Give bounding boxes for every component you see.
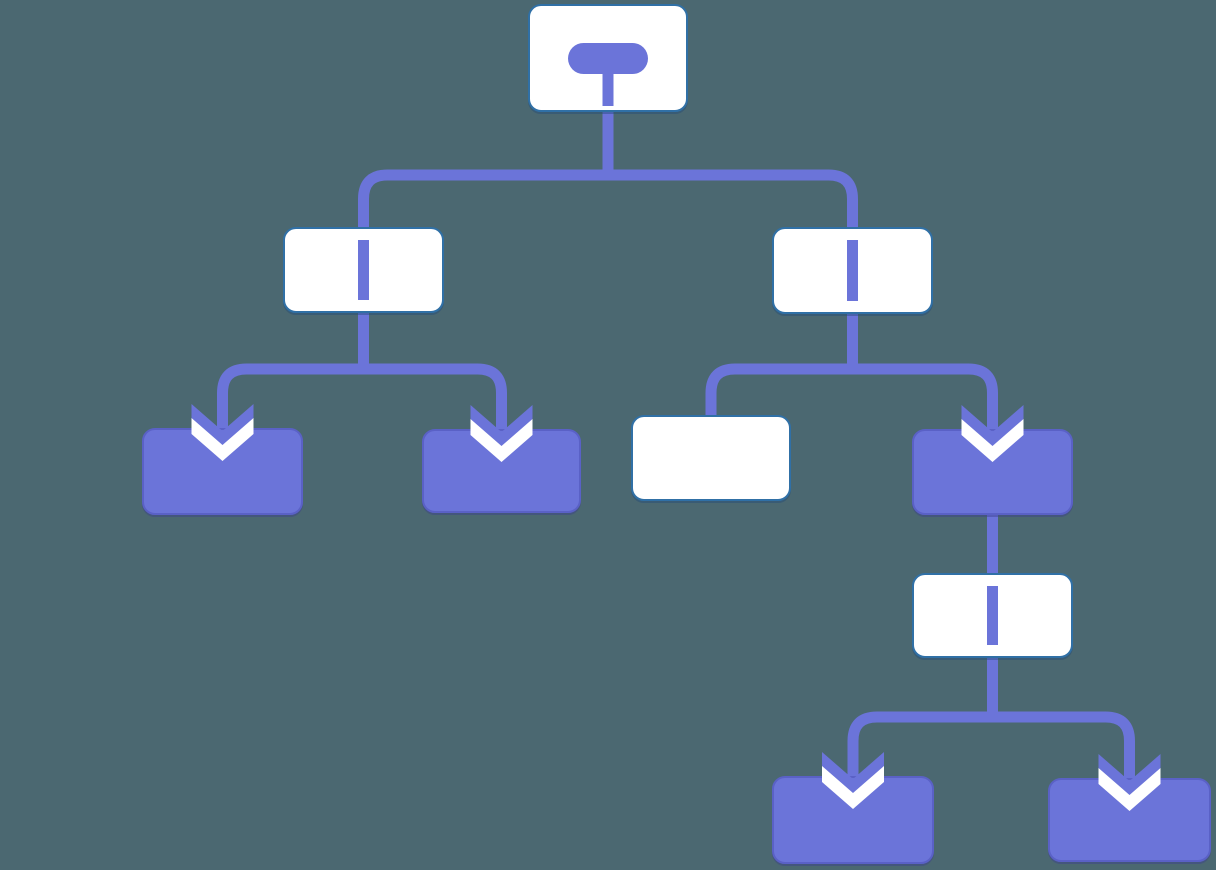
node-mid[interactable] — [631, 415, 791, 501]
connector-lines-layer — [217, 109, 1135, 794]
arrow-down-icon — [961, 405, 1024, 462]
divider-line-placeholder — [847, 240, 858, 301]
node-mid-box — [631, 415, 791, 501]
node-leaf3[interactable] — [772, 776, 934, 864]
node-right[interactable] — [772, 227, 933, 314]
node-leaf4-box — [1048, 778, 1211, 862]
node-root[interactable] — [528, 4, 688, 112]
edge-branch-root — [358, 169, 858, 229]
node-left[interactable] — [283, 227, 444, 313]
nodes-layer — [142, 4, 1211, 864]
arrow-head-chevron — [822, 752, 884, 793]
node-sub-box — [912, 429, 1073, 515]
node-leaf1[interactable] — [142, 428, 303, 515]
arrow-casing-chevron — [470, 418, 533, 462]
arrow-casing-chevron — [191, 417, 254, 461]
arrow-head-chevron — [961, 405, 1024, 446]
edge-branch-left — [217, 363, 507, 445]
arrow-head-chevron — [1098, 754, 1161, 795]
arrow-casing-chevron — [961, 418, 1024, 462]
divider-line-placeholder — [987, 586, 998, 645]
node-leaf2[interactable] — [422, 429, 581, 513]
node-leaf1-box — [142, 428, 303, 515]
pill-placeholder-icon — [568, 43, 648, 74]
arrow-down-icon — [822, 752, 884, 809]
arrow-casing-chevron — [822, 765, 884, 809]
edge-branch-right — [705, 363, 998, 445]
node-leaf3-box — [772, 776, 934, 864]
arrow-down-icon — [1098, 754, 1161, 811]
edge-branch-sub2 — [847, 711, 1135, 794]
arrow-head-chevron — [470, 405, 533, 446]
pill-stem-line — [602, 70, 614, 106]
arrow-down-icon — [191, 404, 254, 461]
node-leaf2-box — [422, 429, 581, 513]
divider-line-placeholder — [358, 240, 369, 300]
arrow-down-icon — [470, 405, 533, 462]
arrow-casing-chevron — [1098, 767, 1161, 811]
arrowheads-layer — [191, 404, 1161, 811]
node-sub[interactable] — [912, 429, 1073, 515]
arrow-head-chevron — [191, 404, 254, 445]
node-sub2[interactable] — [912, 573, 1073, 658]
node-leaf4[interactable] — [1048, 778, 1211, 862]
